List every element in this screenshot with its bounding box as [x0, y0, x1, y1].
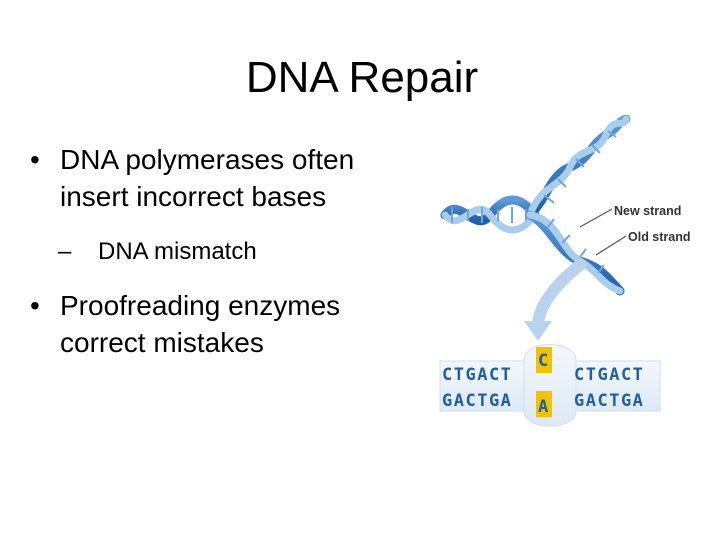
new-strand-helix-icon	[525, 115, 631, 220]
sub-bullet-marker: –	[58, 238, 72, 265]
old-strand-pointer	[595, 235, 627, 256]
bullet-marker: •	[30, 290, 40, 321]
old-strand-helix-icon	[525, 210, 625, 296]
mismatch-sequence-diagram: CTGACT C CTGACT GACTGA A GACTGA	[439, 344, 661, 427]
bottom-mismatch-base: A	[538, 397, 548, 417]
top-sequence-left: CTGACT	[442, 365, 512, 385]
bullet-line: correct mistakes	[60, 327, 264, 358]
new-strand-pointer	[579, 208, 613, 228]
slide-title: DNA Repair	[245, 53, 479, 102]
dna-repair-figure: New strand Old strand CTGACT C CTGACT GA…	[430, 115, 720, 430]
mismatch-box-bottom	[536, 391, 552, 417]
top-sequence-right: CTGACT	[574, 365, 644, 385]
new-strand-label: New strand	[614, 204, 681, 218]
bottom-sequence-left: GACTGA	[442, 391, 512, 411]
bullet-text: Proofreading enzymes correct mistakes	[60, 287, 460, 361]
bullet-line: insert incorrect bases	[60, 181, 327, 212]
old-strand-label: Old strand	[628, 230, 691, 244]
mismatch-box-top	[536, 347, 552, 373]
arrow-down-icon	[524, 259, 586, 341]
left-helix-icon	[440, 195, 540, 234]
bullet-marker: •	[30, 144, 40, 175]
sub-bullet-text: DNA mismatch	[98, 238, 257, 265]
bullet-line: DNA polymerases often	[60, 144, 355, 175]
bullet-line: Proofreading enzymes	[60, 290, 341, 321]
bullet-text: DNA polymerases often insert incorrect b…	[60, 141, 460, 215]
bottom-sequence-right: GACTGA	[574, 391, 644, 411]
dna-repair-illustration: New strand Old strand CTGACT C CTGACT GA…	[439, 115, 691, 427]
top-mismatch-base: C	[538, 351, 548, 371]
